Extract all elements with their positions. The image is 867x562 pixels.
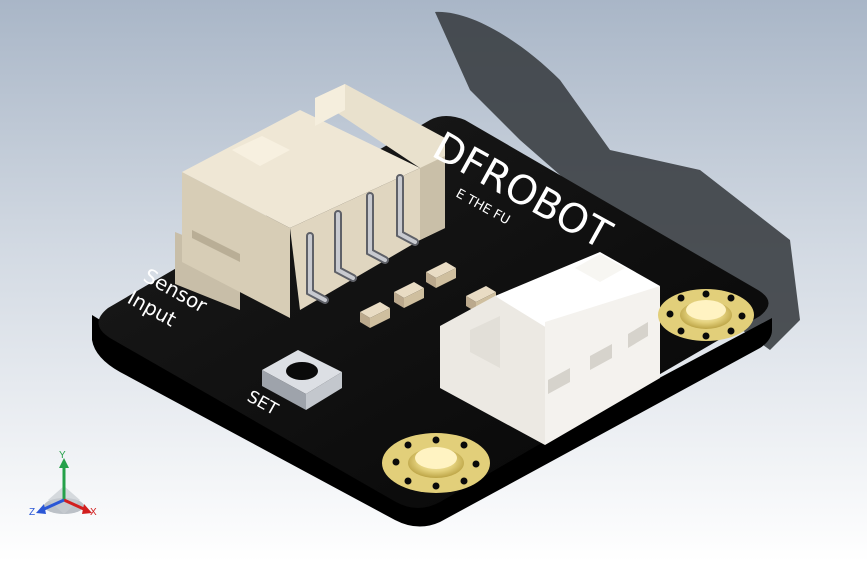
z-axis-label: Z	[29, 507, 35, 518]
z-axis-line	[41, 498, 65, 512]
mounting-hole-right	[658, 289, 754, 341]
mounting-hole-left	[382, 433, 490, 493]
x-axis-line	[63, 498, 87, 512]
z-axis-arrow	[36, 504, 46, 514]
x-axis-arrow	[82, 504, 92, 514]
sensor-input-connector	[175, 84, 445, 318]
pcb-board	[98, 116, 769, 508]
orientation-triad[interactable]: Y X Z	[29, 450, 97, 518]
x-axis-label: X	[90, 507, 97, 518]
y-axis-label: Y	[59, 450, 66, 461]
smd-resistors	[360, 262, 496, 328]
output-connector	[440, 252, 660, 445]
pcb-edge	[92, 315, 772, 527]
set-button[interactable]	[262, 350, 342, 410]
y-axis-arrow	[59, 458, 69, 468]
